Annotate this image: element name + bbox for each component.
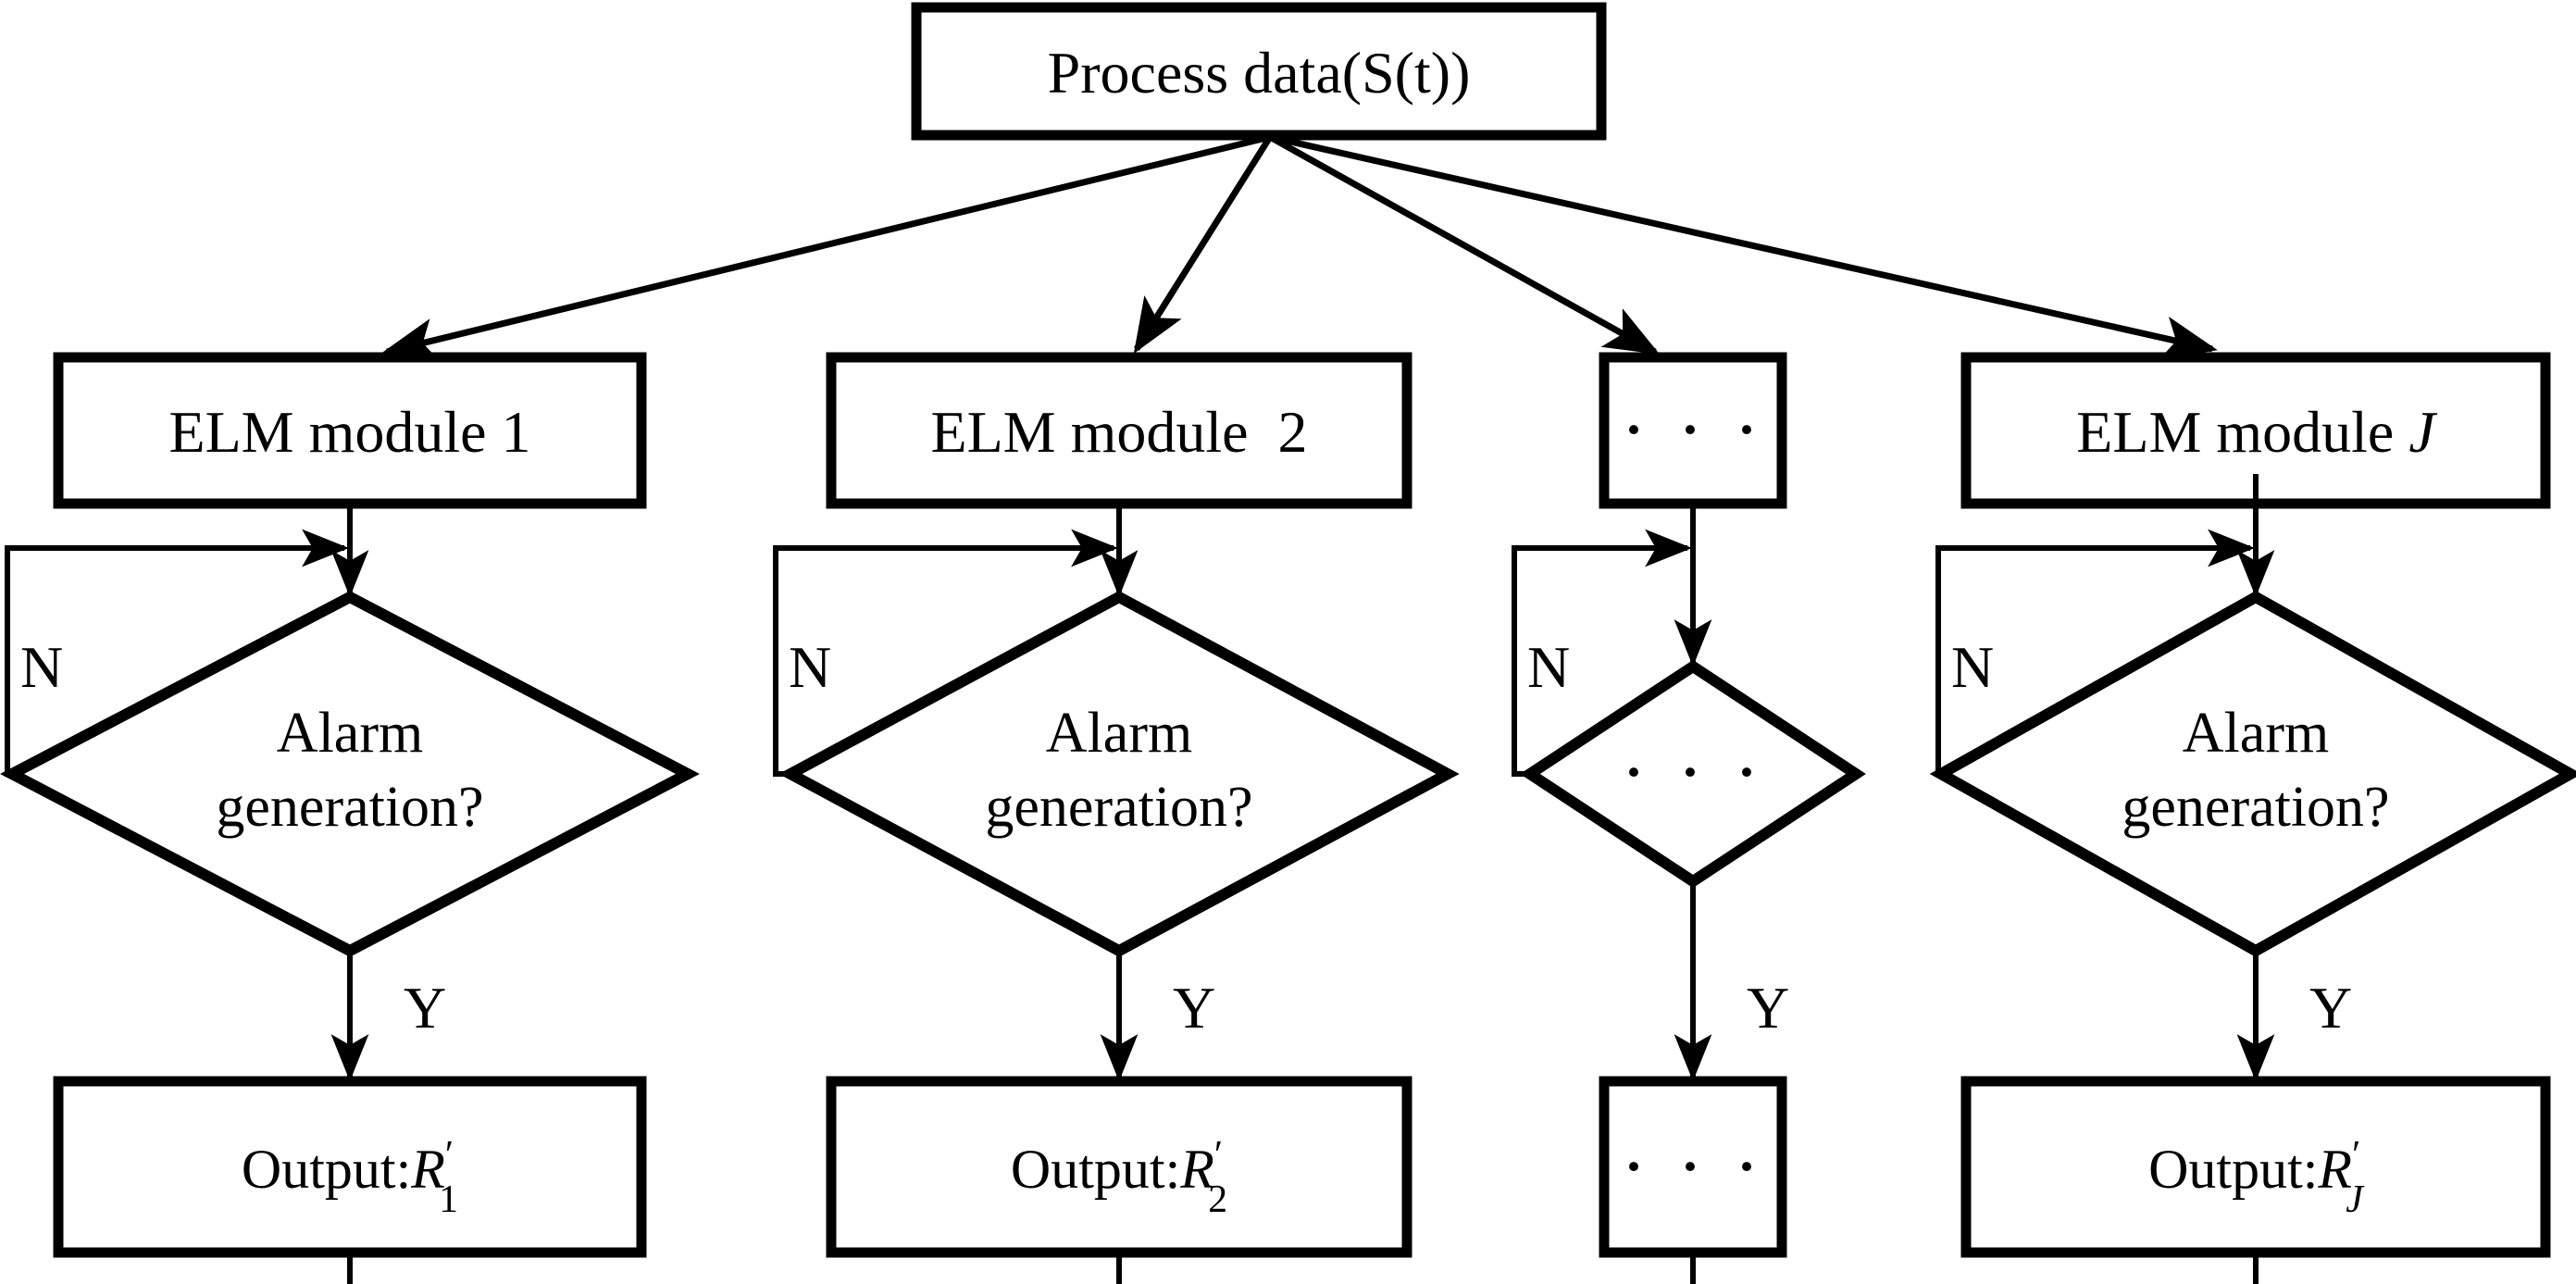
process-data-box bbox=[911, 2, 1607, 141]
decision-label-4-line1: Alarm bbox=[2183, 702, 2329, 765]
module-label-3: · · · bbox=[1621, 387, 1765, 473]
yes-label-4: Y bbox=[2309, 975, 2352, 1041]
no-label-4: N bbox=[1951, 634, 1994, 700]
decision-label-2-line2: generation? bbox=[985, 776, 1252, 839]
output-label-4: Output:R′J bbox=[2148, 1134, 2365, 1221]
fan-arrow-to-module-2 bbox=[1133, 135, 1273, 355]
no-label-3: N bbox=[1527, 634, 1570, 700]
yes-label-1: Y bbox=[404, 975, 446, 1041]
decision-label-3: · · · bbox=[1621, 729, 1765, 816]
module-label-2: ELM module 2 bbox=[930, 399, 1307, 465]
fan-arrow-to-module-4 bbox=[1269, 133, 2218, 360]
process-data-label: Process data(S(t)) bbox=[1048, 40, 1471, 106]
yes-label-3: Y bbox=[1747, 975, 1789, 1041]
decision-label-2-line1: Alarm bbox=[1046, 702, 1192, 765]
no-label-1: N bbox=[20, 634, 63, 700]
output-box-2 bbox=[826, 1076, 1412, 1258]
decision-label-1-line1: Alarm bbox=[277, 702, 423, 765]
decision-label-1-line2: generation? bbox=[216, 776, 483, 839]
output-box-1 bbox=[53, 1076, 647, 1258]
output-label-3: · · · bbox=[1621, 1124, 1765, 1210]
module-box-1 bbox=[53, 352, 647, 509]
decision-label-4-line2: generation? bbox=[2122, 776, 2389, 839]
output-label-2: Output:R′2 bbox=[1011, 1134, 1227, 1221]
fan-arrow-to-module-1 bbox=[381, 133, 1271, 362]
fan-arrow-to-module-3 bbox=[1268, 133, 1661, 355]
module-box-3 bbox=[1599, 352, 1787, 509]
yes-label-2: Y bbox=[1173, 975, 1215, 1041]
output-label-1: Output:R′1 bbox=[242, 1134, 458, 1221]
module-label-4: ELM module J bbox=[2076, 399, 2437, 465]
module-label-1: ELM module 1 bbox=[168, 399, 530, 465]
no-label-2: N bbox=[789, 634, 831, 700]
